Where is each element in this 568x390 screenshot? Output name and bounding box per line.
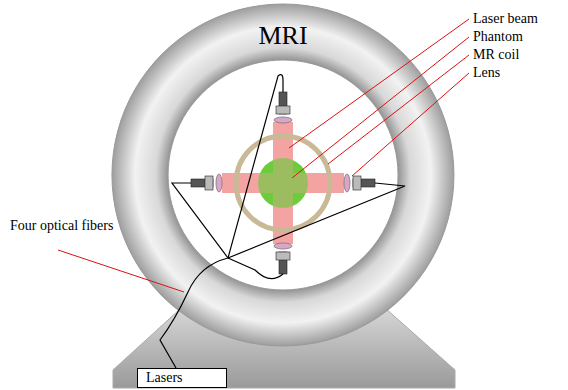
- part-label: Four optical fibers: [10, 218, 120, 234]
- part-label: MR coil: [473, 47, 519, 63]
- scanner-ring: [112, 4, 454, 346]
- fiber-connector: [191, 92, 375, 274]
- mr-coil: [236, 136, 330, 230]
- part-label: Phantom: [473, 29, 523, 45]
- optical-fiber: [160, 75, 405, 368]
- part-label: Laser beam: [473, 11, 538, 27]
- source-box: Lasers: [137, 368, 227, 388]
- leader-line: [58, 19, 469, 292]
- device-title: MRI: [258, 22, 307, 50]
- laser-beam: [222, 122, 344, 244]
- box-text: Lasers: [146, 370, 183, 385]
- part-label: Lens: [473, 65, 500, 81]
- phantom: [258, 158, 308, 208]
